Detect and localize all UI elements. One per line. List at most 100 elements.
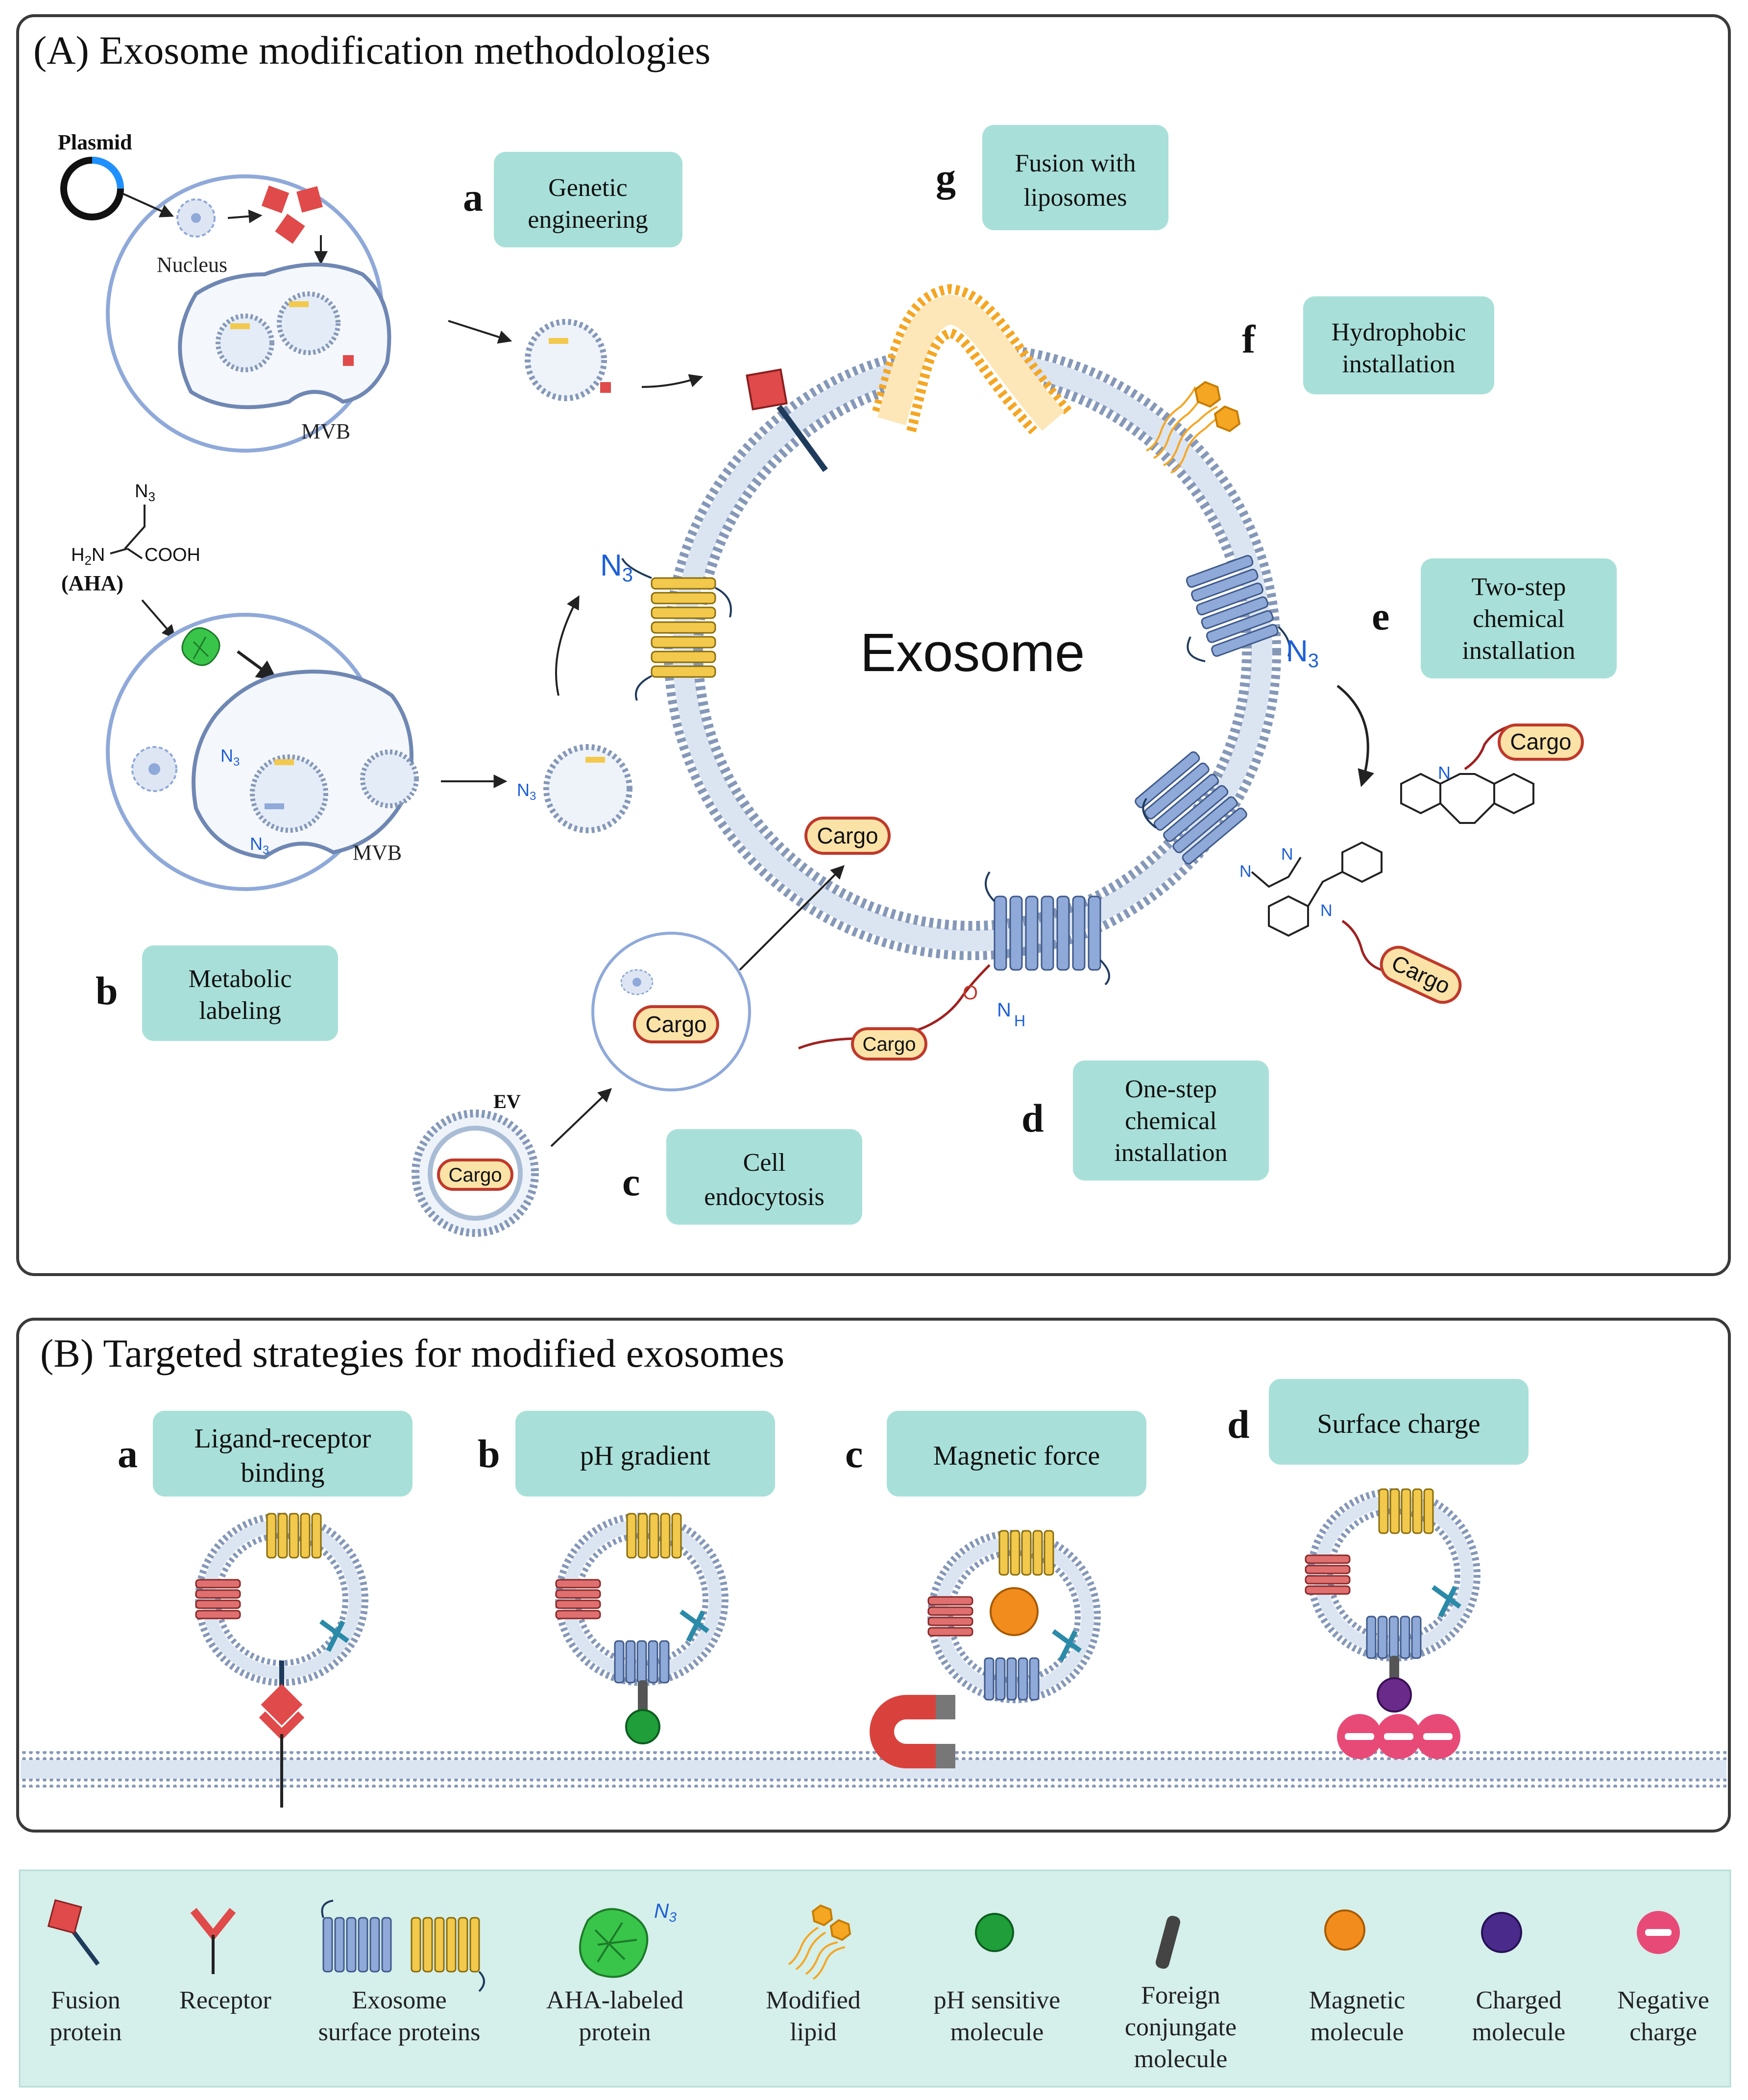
method-c: c Cell endocytosis [622, 1129, 862, 1225]
method-b: b Metabolic labeling [96, 945, 338, 1041]
svg-text:Genetic: Genetic [548, 174, 628, 202]
svg-text:Cargo: Cargo [449, 1164, 502, 1186]
svg-text:Magnetic: Magnetic [1309, 1986, 1405, 2014]
svg-text:N3: N3 [220, 746, 240, 769]
svg-text:engineering: engineering [528, 206, 648, 234]
blue-protein-one-step [985, 871, 1110, 986]
svg-text:Cargo: Cargo [817, 823, 878, 848]
aha-protein-icon: N3 [579, 1899, 677, 1978]
svg-text:a: a [463, 175, 483, 219]
svg-text:Surface charge: Surface charge [1317, 1409, 1480, 1439]
svg-text:N: N [997, 999, 1011, 1021]
released-exosome-a [525, 319, 607, 401]
strategy-d: d Surface charge [1227, 1379, 1529, 1759]
negative-charges [1337, 1714, 1460, 1759]
charged-molecule-icon [1481, 1912, 1522, 1953]
svg-text:Exosome: Exosome [352, 1986, 447, 2014]
svg-text:Ligand-receptor: Ligand-receptor [194, 1424, 371, 1454]
main-exosome-lumen [704, 383, 1241, 920]
fusion-protein-icon [47, 1899, 100, 1966]
modified-lipid-icon [788, 1904, 851, 1980]
cargo-on-membrane: Cargo [804, 817, 891, 855]
svg-text:molecule: molecule [1311, 2018, 1404, 2046]
one-step-chemistry: O N H Cargo [798, 964, 1025, 1061]
svg-text:d: d [1227, 1402, 1250, 1447]
legend-item-negative-charge: Negative charge [1617, 1911, 1709, 2046]
metabolic-labeling-cell: N3 H2N COOH (AHA) N3 N3 MVB [61, 481, 632, 891]
legend-item-charged-molecule: Charged molecule [1472, 1912, 1566, 2046]
method-a: a Genetic engineering [463, 152, 682, 247]
svg-text:chemical: chemical [1125, 1107, 1217, 1135]
conjugate-molecule-icon [1155, 1915, 1181, 1969]
blue-protein-azide: N3 [1186, 555, 1319, 672]
svg-text:N3: N3 [517, 780, 536, 803]
svg-text:molecule: molecule [1134, 2045, 1228, 2073]
svg-text:charge: charge [1629, 2018, 1697, 2046]
panel-a: (A) Exosome modification methodologies E… [16, 14, 1731, 1276]
svg-text:Charged: Charged [1476, 1986, 1561, 2014]
legend-item-magnetic-molecule: Magnetic molecule [1309, 1909, 1405, 2046]
svg-text:molecule: molecule [1472, 2018, 1566, 2046]
svg-text:N: N [1281, 845, 1293, 864]
main-exosome-inner-dots [693, 372, 1252, 931]
svg-text:N: N [1438, 763, 1451, 783]
legend-item-surface-proteins: Exosome surface proteins [318, 1900, 485, 2046]
svg-text:protein: protein [579, 2018, 651, 2046]
svg-text:Cell: Cell [743, 1149, 786, 1177]
main-exosome-outer-dots [664, 343, 1281, 960]
svg-text:Cargo: Cargo [1510, 729, 1571, 754]
svg-text:f: f [1242, 317, 1256, 362]
svg-text:b: b [96, 968, 118, 1013]
legend-item-aha-protein: N3 AHA-labeled protein [546, 1899, 683, 2046]
surface-proteins-icon [321, 1900, 485, 1992]
svg-text:Metabolic: Metabolic [189, 965, 292, 993]
svg-text:d: d [1021, 1096, 1044, 1140]
genetic-engineering-cell: Plasmid Nucleus MVB [58, 130, 704, 453]
svg-text:labeling: labeling [199, 997, 281, 1025]
svg-text:N3: N3 [250, 834, 269, 857]
svg-text:a: a [118, 1431, 138, 1476]
svg-text:protein: protein [49, 2018, 121, 2046]
svg-text:conjungate: conjungate [1125, 2013, 1237, 2041]
panel-b: (B) Targeted strategies for modified exo… [16, 1318, 1731, 1833]
svg-text:c: c [622, 1159, 640, 1204]
panel-a-title: (A) Exosome modification methodologies [33, 28, 710, 72]
svg-text:Cargo: Cargo [863, 1034, 916, 1055]
receptor-icon [190, 1908, 236, 1974]
svg-text:N3: N3 [135, 481, 155, 504]
svg-text:e: e [1372, 594, 1389, 638]
strategy-c: c Magnetic force [845, 1411, 1146, 1768]
svg-text:Foreign: Foreign [1141, 1981, 1220, 2009]
svg-text:b: b [478, 1431, 500, 1476]
legend-box [19, 1869, 1731, 2088]
magnetic-molecule [990, 1587, 1039, 1636]
aha-label: (AHA) [61, 571, 123, 595]
horseshoe-magnet-icon [870, 1695, 955, 1768]
cargo-dbco: Cargo [1498, 724, 1584, 761]
method-e: e Two-step chemical installation [1372, 558, 1617, 678]
svg-text:Fusion with: Fusion with [1015, 149, 1136, 177]
svg-text:Modified: Modified [766, 1986, 861, 2014]
legend: Fusion protein Receptor Exosome surface … [19, 1869, 1731, 2088]
nucleus-label: Nucleus [157, 253, 227, 277]
legend-item-fusion-protein: Fusion protein [47, 1899, 122, 2046]
svg-text:binding: binding [241, 1458, 324, 1488]
svg-text:installation: installation [1114, 1139, 1227, 1167]
svg-text:installation: installation [1462, 637, 1575, 665]
svg-text:Fusion: Fusion [51, 1986, 121, 2014]
cell-endocytosis: Cargo Cargo EV Cargo [412, 817, 891, 1237]
mvb-label-b: MVB [353, 841, 402, 865]
svg-text:pH gradient: pH gradient [580, 1441, 710, 1471]
ev-label: EV [493, 1090, 521, 1112]
legend-item-modified-lipid: Modified lipid [766, 1904, 861, 2046]
svg-text:liposomes: liposomes [1024, 184, 1127, 212]
svg-text:lipid: lipid [790, 2018, 836, 2046]
method-f: f Hydrophobic installation [1242, 296, 1494, 394]
legend-item-receptor: Receptor [179, 1908, 271, 2014]
svg-text:N: N [1320, 901, 1333, 920]
aha-protein-in-cell [181, 627, 220, 666]
method-d: d One-step chemical installation [1021, 1061, 1269, 1181]
fusion-protein-on-membrane [746, 368, 828, 472]
cargo-one-step: Cargo [851, 1027, 927, 1061]
svg-text:c: c [845, 1431, 863, 1476]
